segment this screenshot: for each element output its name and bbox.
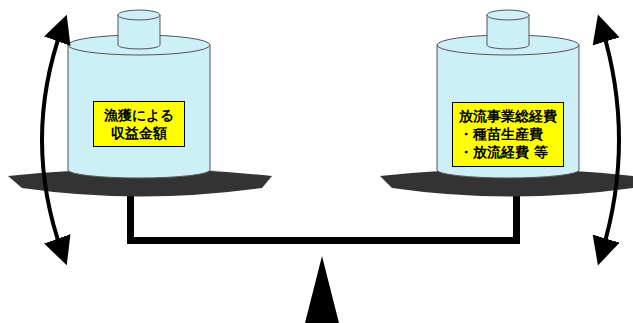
label-text: 放流事業総経費 [459,107,557,125]
left-bottle [68,10,210,178]
swing-arrow [42,28,62,252]
label-text: ・種苗生産費 [459,125,557,143]
right-bottle [437,10,579,178]
label-text: ・放流経費 等 [459,143,557,161]
label-text: 漁獲による収益金額 [100,106,178,142]
fulcrum [305,256,339,323]
label-box: 漁獲による収益金額 [93,101,185,147]
swing-arrow [602,28,619,252]
label-box: 放流事業総経費・種苗生産費・放流経費 等 [452,102,564,167]
